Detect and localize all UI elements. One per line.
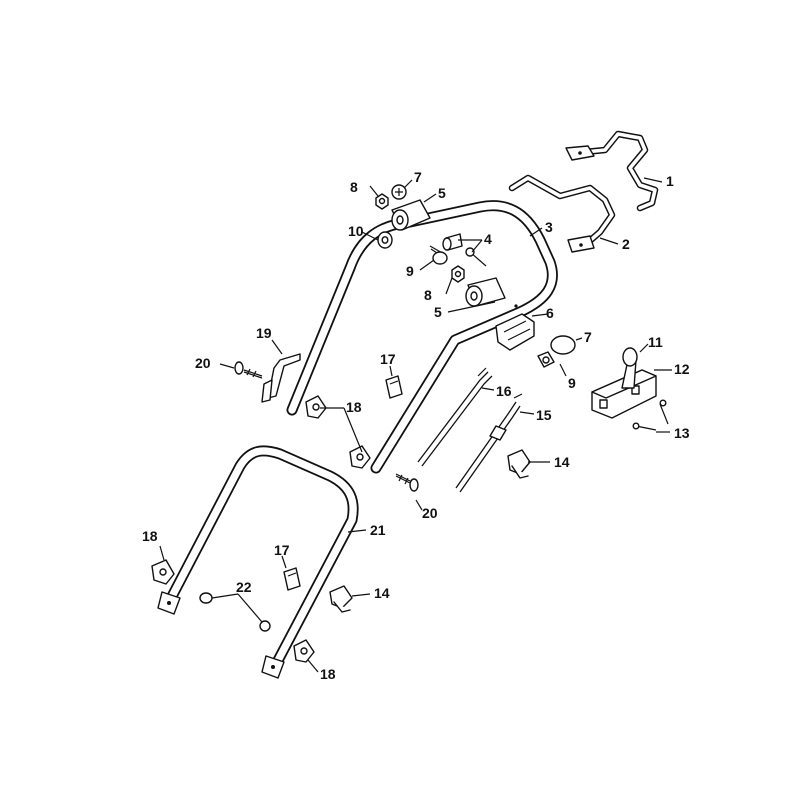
callout-17-upper: 17 xyxy=(380,351,396,367)
callout-8-upper: 8 xyxy=(350,179,358,195)
callout-18-upper: 18 xyxy=(346,399,362,415)
part-20-upper-bolt xyxy=(234,361,263,379)
part-16-cable xyxy=(417,367,493,467)
callout-4: 4 xyxy=(484,231,492,247)
callout-21: 21 xyxy=(370,522,386,538)
part-8-upper-nut xyxy=(375,193,389,210)
part-17-lower-clip xyxy=(283,567,301,591)
callout-20-upper: 20 xyxy=(195,355,211,371)
callout-19: 19 xyxy=(256,325,272,341)
part-9-upper-screw xyxy=(429,245,448,265)
callout-7-upper: 7 xyxy=(414,169,422,185)
callout-6: 6 xyxy=(546,305,554,321)
callout-16: 16 xyxy=(496,383,512,399)
part-2-lower-bail-rod xyxy=(508,174,616,253)
part-14-upper-cable-clip xyxy=(507,449,531,479)
part-22-plug-upper xyxy=(199,592,213,604)
callout-numbers: 1 2 3 4 5 5 6 7 7 8 8 9 9 10 11 12 13 14… xyxy=(142,169,690,682)
callout-3: 3 xyxy=(545,219,553,235)
callout-5-lower: 5 xyxy=(434,304,442,320)
part-5-lower-pivot-bracket xyxy=(465,277,506,307)
callout-17-lower: 17 xyxy=(274,542,290,558)
part-18-wing-knob-upper-right xyxy=(349,445,371,469)
callout-22: 22 xyxy=(236,579,252,595)
part-18-wing-knob-upper-left xyxy=(305,395,327,419)
part-7-upper-cap xyxy=(391,184,407,200)
part-15-cable xyxy=(455,393,523,493)
part-9-lower-knob xyxy=(537,351,555,368)
part-18-wing-knob-lower-right xyxy=(293,639,315,663)
part-19-adjust-lever xyxy=(261,353,301,403)
callout-14-lower: 14 xyxy=(374,585,390,601)
callout-12: 12 xyxy=(674,361,690,377)
callout-9-lower: 9 xyxy=(568,375,576,391)
callout-20-lower: 20 xyxy=(422,505,438,521)
part-6-cable-guide xyxy=(495,313,535,351)
part-4-pivot-bolt xyxy=(465,247,487,267)
callout-10: 10 xyxy=(348,223,364,239)
part-7-lower-cap xyxy=(550,335,576,355)
callout-7-lower: 7 xyxy=(584,329,592,345)
part-5-upper-pivot-bracket xyxy=(391,199,431,231)
part-20-lower-bolt xyxy=(395,473,419,492)
part-22-plug-lower xyxy=(259,620,271,632)
callout-18-lower: 18 xyxy=(320,666,336,682)
callout-5-upper: 5 xyxy=(438,185,446,201)
callout-2: 2 xyxy=(622,236,630,252)
part-11-control-lever xyxy=(621,347,638,389)
part-1-upper-bail-rod xyxy=(565,130,659,212)
part-14-lower-cable-clip xyxy=(329,585,353,613)
part-17-upper-clip xyxy=(385,375,403,399)
part-8-lower-nut xyxy=(451,265,465,283)
callout-18-left: 18 xyxy=(142,528,158,544)
callout-9-upper: 9 xyxy=(406,263,414,279)
callout-1: 1 xyxy=(666,173,674,189)
part-18-wing-knob-lower-left xyxy=(151,559,175,585)
callout-13: 13 xyxy=(674,425,690,441)
part-13-screws xyxy=(632,399,669,431)
leader-lines xyxy=(159,177,672,673)
part-4-pivot-pin xyxy=(442,233,463,251)
callout-15: 15 xyxy=(536,407,552,423)
part-21-lower-handle xyxy=(157,445,359,679)
callout-14-upper: 14 xyxy=(554,454,570,470)
callout-11: 11 xyxy=(648,334,663,350)
callout-8-lower: 8 xyxy=(424,287,432,303)
part-10-spacer xyxy=(377,231,393,249)
